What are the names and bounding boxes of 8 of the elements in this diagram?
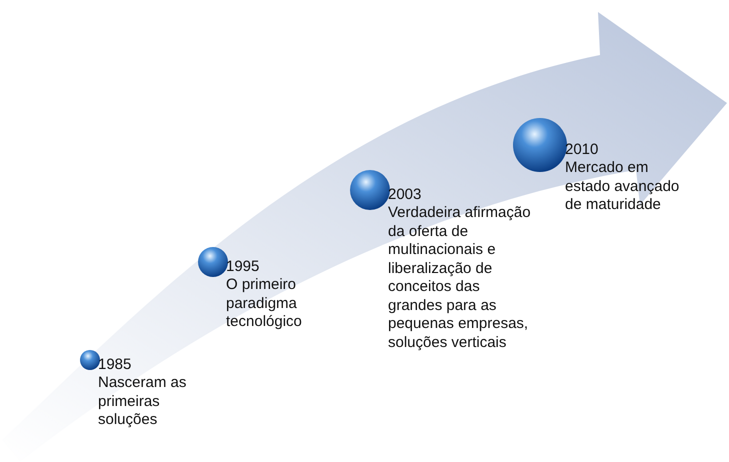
milestone-description: Verdadeira afirmação da oferta de multinacionais e liberalização de conceitos das grandes para as pequenas empresas, soluções verticais [388, 204, 532, 352]
milestone-description: O primeiro paradigma tecnológico [226, 276, 303, 332]
milestone-description: Mercado em estado avançado de maturidade [565, 159, 680, 214]
year-label: 2003 [388, 186, 422, 204]
year-label: 2010 [565, 141, 598, 159]
year-label: 1995 [226, 258, 260, 276]
year-label: 1985 [98, 356, 132, 374]
milestone-description: Nasceram as primeiras soluções [98, 374, 188, 430]
